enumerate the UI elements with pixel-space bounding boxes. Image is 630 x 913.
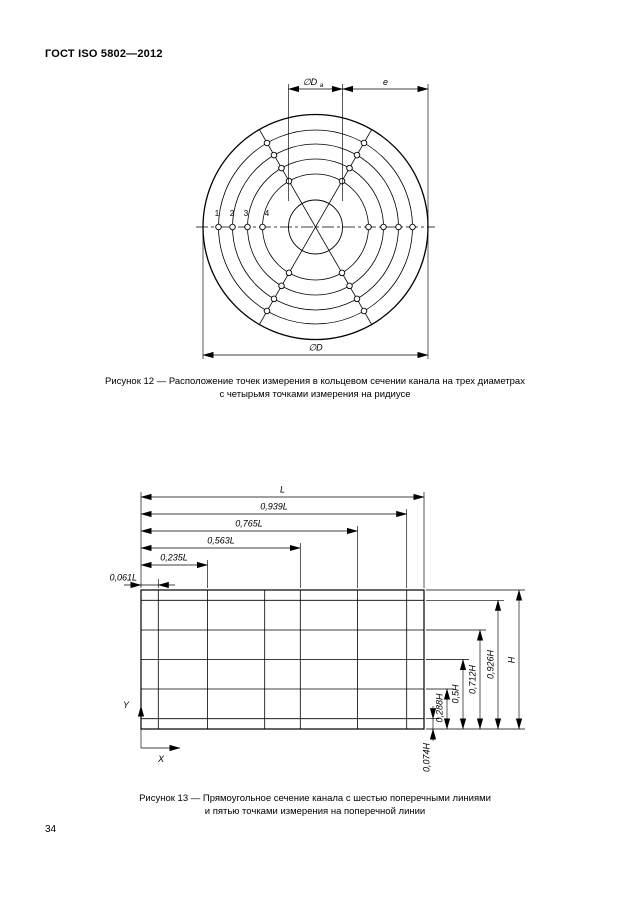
dim-label-0926H: 0,926H	[486, 649, 496, 679]
figure12-caption-line1: Рисунок 12 — Расположение точек измерени…	[105, 376, 525, 387]
fig13-right-dimension-labels: H 0,926H 0,712H 0,5H 0,288H 0,074H	[422, 649, 517, 772]
fig13-measurement-level-lines	[141, 599, 424, 720]
point-number-2: 2	[230, 209, 235, 218]
dim-label-0712H: 0,712H	[468, 664, 478, 694]
dim-label-0074H: 0,074H	[422, 743, 432, 773]
fig12-dimension-labels: ∅D a e ∅D	[303, 77, 388, 353]
fig12-point-numbers: 1 2 3 4	[215, 209, 270, 218]
dim-label-0563L: 0,563L	[207, 536, 235, 546]
e-dimension-label: e	[383, 77, 388, 87]
dim-label-H: H	[507, 656, 517, 663]
fig12-dimension-lines	[202, 85, 429, 359]
fig13-top-dimension-lines	[124, 493, 425, 589]
dim-label-0235L: 0,235L	[160, 553, 188, 563]
hub-diameter-label: ∅D	[303, 77, 318, 87]
fig13-right-extension-lines	[426, 589, 525, 730]
page-header: ГОСТ ISO 5802—2012	[45, 48, 163, 60]
figure13-diagram: L 0,939L 0,765L 0,563L 0,235L 0,061L	[109, 485, 525, 772]
dim-label-0288H: 0,288H	[435, 693, 445, 723]
figure13-caption-line1: Рисунок 13 — Прямоугольное сечение канал…	[139, 793, 491, 804]
y-axis-label: Y	[123, 700, 130, 710]
dim-label-0939L: 0,939L	[260, 502, 288, 512]
outer-diameter-label: ∅D	[308, 343, 323, 353]
dim-label-L: L	[280, 485, 285, 495]
hub-diameter-subscript: a	[320, 82, 324, 89]
fig13-axes	[137, 705, 181, 752]
dim-label-05H: 0,5H	[451, 684, 461, 704]
fig12-measurement-points	[215, 139, 416, 315]
point-number-3: 3	[244, 209, 249, 218]
x-axis-label: X	[157, 754, 165, 764]
figure13-caption: Рисунок 13 — Прямоугольное сечение канал…	[0, 792, 630, 818]
fig13-top-dimension-labels: L 0,939L 0,765L 0,563L 0,235L 0,061L	[109, 485, 287, 583]
fig13-axis-labels: Y X	[123, 700, 165, 764]
figure12-diagram: 1 2 3 4 ∅D a e ∅D	[196, 77, 435, 359]
fig13-right-dimension-lines	[429, 589, 523, 741]
dim-label-0061L: 0,061L	[109, 573, 137, 583]
figure13-caption-line2: и пятью точками измерения на поперечной …	[204, 806, 426, 817]
point-number-4: 4	[265, 209, 270, 218]
point-number-1: 1	[215, 209, 220, 218]
page-number: 34	[45, 824, 57, 835]
dim-label-0765L: 0,765L	[235, 519, 263, 529]
figure12-caption-line2: с четырьмя точками измерения на ридиусе	[219, 389, 411, 400]
figure12-caption: Рисунок 12 — Расположение точек измерени…	[0, 375, 630, 401]
fig12-extension-lines	[202, 84, 429, 359]
fig12-diagonal-diameters	[259, 129, 372, 325]
